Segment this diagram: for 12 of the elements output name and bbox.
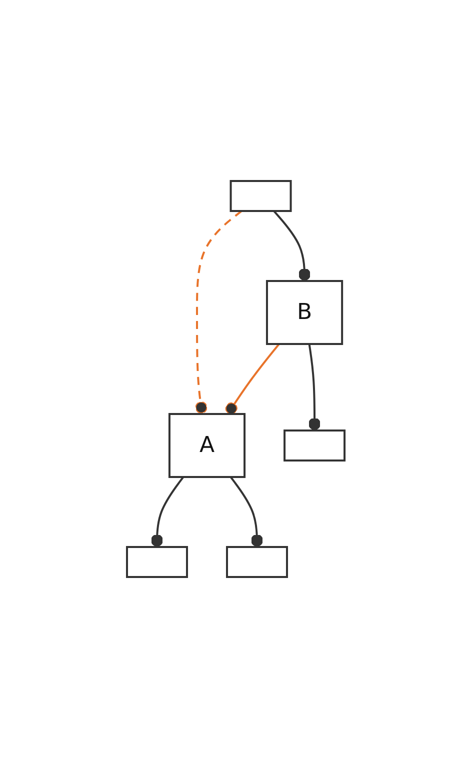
connector <box>273 210 311 281</box>
node-box: A <box>168 413 246 478</box>
node-box <box>126 546 188 578</box>
connector <box>151 476 184 547</box>
node-box <box>226 546 288 578</box>
connector <box>308 344 321 430</box>
node-box <box>284 430 346 462</box>
node-box: B <box>266 280 344 345</box>
connector <box>230 476 264 547</box>
connector <box>195 210 242 414</box>
node-box <box>230 180 292 212</box>
connector <box>226 343 280 415</box>
